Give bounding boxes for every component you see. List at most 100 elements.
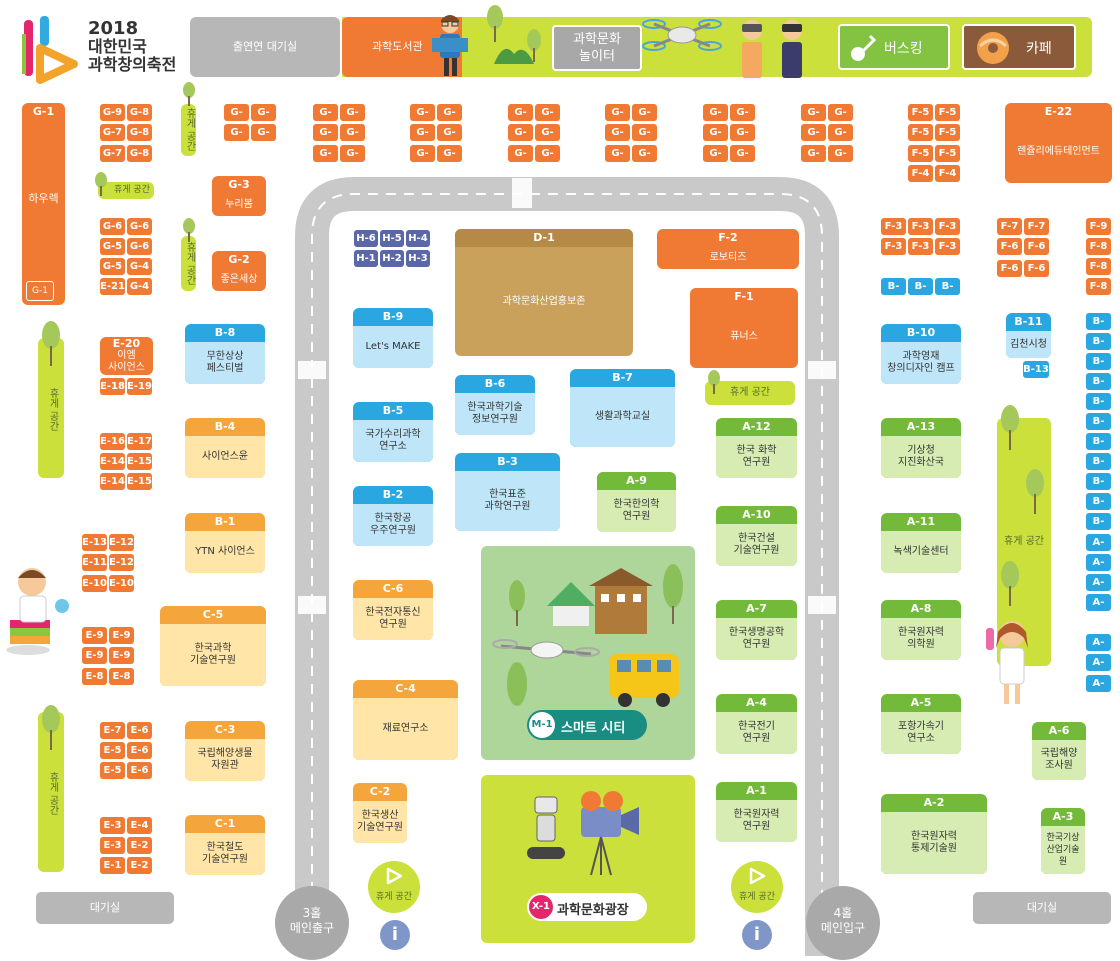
booth-cell-g-4[interactable]: G-4 xyxy=(127,278,152,295)
booth-cell-f-4[interactable]: F-4 xyxy=(935,165,960,182)
booth-cell-e-4[interactable]: E-4 xyxy=(127,817,152,834)
booth-cell-b-15[interactable]: B-15 xyxy=(1086,513,1111,544)
science-culture-plaza[interactable]: X-1 과학문화광장 xyxy=(481,775,695,943)
booth-cell-f-6[interactable]: F-6 xyxy=(1024,260,1049,277)
hall4-main-entrance[interactable]: 4홀 메인입구 xyxy=(806,886,880,960)
booth-cell-e-8[interactable]: E-8 xyxy=(109,668,134,685)
booth-cell-e-15[interactable]: E-15 xyxy=(127,453,152,470)
booth-cell-f-5[interactable]: F-5 xyxy=(908,145,933,162)
hall3-main-exit[interactable]: 3홀 메인출구 xyxy=(275,886,349,960)
booth-cell-g-20[interactable]: G-20 xyxy=(535,124,560,155)
booth-cell-f-8[interactable]: F-8 xyxy=(1086,278,1111,295)
booth-cell-e-15[interactable]: E-15 xyxy=(127,473,152,490)
booth-cell-g-29[interactable]: G-29 xyxy=(703,124,728,155)
info-icon[interactable]: i xyxy=(380,920,410,950)
booth-cell-f-7[interactable]: F-7 xyxy=(997,218,1022,235)
booth-cell-g-12[interactable]: G-12 xyxy=(313,124,338,155)
booth-cell-h-6[interactable]: H-6 xyxy=(354,230,378,247)
rest-area-left-2[interactable]: 휴게 공간 xyxy=(38,712,64,872)
booth-cell-e-7[interactable]: E-7 xyxy=(100,722,125,739)
booth-cell-g-18[interactable]: G-18 xyxy=(535,145,560,176)
booth-cell-b-16[interactable]: B-16 xyxy=(1086,493,1111,524)
booth-cell-e-1[interactable]: E-1 xyxy=(100,857,125,874)
busking-stage[interactable]: 버스킹 xyxy=(838,24,950,70)
booth-cell-g-14[interactable]: G-14 xyxy=(340,124,365,155)
booth-cell-e-21[interactable]: E-21 xyxy=(100,278,125,295)
booth-cell-g-26[interactable]: G-26 xyxy=(632,104,657,135)
rest-area-circle-left[interactable]: 휴게 공간 xyxy=(368,861,420,913)
booth-cell-e-6[interactable]: E-6 xyxy=(127,722,152,739)
booth-cell-f-7[interactable]: F-7 xyxy=(1024,218,1049,235)
booth-cell-g-28[interactable]: G-28 xyxy=(730,145,755,176)
booth-cell-e-11[interactable]: E-11 xyxy=(82,554,107,571)
booth-cell-g-31[interactable]: G-31 xyxy=(801,124,826,155)
booth-cell-f-9[interactable]: F-9 xyxy=(1086,218,1111,235)
booth-cell-f-4[interactable]: F-4 xyxy=(908,165,933,182)
booth-cell-g-16[interactable]: G-16 xyxy=(437,124,462,155)
booth-cell-f-5[interactable]: F-5 xyxy=(935,104,960,121)
booth-cell-e-10[interactable]: E-10 xyxy=(82,575,107,592)
booth-cell-e-5[interactable]: E-5 xyxy=(100,742,125,759)
booth-cell-g-31[interactable]: G-31 xyxy=(828,124,853,155)
booth-cell-e-9[interactable]: E-9 xyxy=(82,647,107,664)
booth-cell-g-5[interactable]: G-5 xyxy=(100,258,125,275)
booth-cell-b-14[interactable]: B-14 xyxy=(908,278,933,309)
booth-cell-g-23[interactable]: G-23 xyxy=(605,145,630,176)
booth-cell-g-6[interactable]: G-6 xyxy=(127,238,152,255)
waiting-room-performers[interactable]: 출연연 대기실 xyxy=(190,17,340,77)
booth-cell-g-10[interactable]: G-10 xyxy=(224,104,249,135)
booth-cell-g-8[interactable]: G-8 xyxy=(127,124,152,141)
booth-cell-g-30[interactable]: G-30 xyxy=(730,104,755,135)
booth-cell-a-14[interactable]: A-14 xyxy=(1086,634,1111,665)
booth-cell-g-16[interactable]: G-16 xyxy=(410,124,435,155)
booth-cell-e-12[interactable]: E-12 xyxy=(109,554,134,571)
booth-cell-g-24[interactable]: G-24 xyxy=(632,145,657,176)
rest-area-circle-right[interactable]: 휴게 공간 xyxy=(731,861,783,913)
booth-cell-e-16[interactable]: E-16 xyxy=(100,433,125,450)
booth-cell-g-6[interactable]: G-6 xyxy=(127,218,152,235)
booth-cell-a-15[interactable]: A-15 xyxy=(1086,574,1111,605)
booth-cell-f-5[interactable]: F-5 xyxy=(908,104,933,121)
booth-cell-g-13[interactable]: G-13 xyxy=(313,104,338,135)
booth-cell-g-13[interactable]: G-13 xyxy=(340,104,365,135)
booth-cell-e-10[interactable]: E-10 xyxy=(109,575,134,592)
info-icon[interactable]: i xyxy=(742,920,772,950)
booth-cell-g-11[interactable]: G-11 xyxy=(251,104,276,135)
booth-cell-e-13[interactable]: E-13 xyxy=(82,534,107,551)
booth-cell-g-24[interactable]: G-24 xyxy=(632,124,657,155)
booth-cell-b-17[interactable]: B-17 xyxy=(1086,473,1111,504)
booth-cell-h-4[interactable]: H-4 xyxy=(406,230,430,247)
booth-cell-e-9[interactable]: E-9 xyxy=(109,647,134,664)
booth-cell-g-17[interactable]: G-17 xyxy=(508,145,533,176)
waiting-room-right[interactable]: 대기실 xyxy=(973,892,1111,924)
booth-cell-g-26[interactable]: G-26 xyxy=(605,104,630,135)
booth-cell-f-3[interactable]: F-3 xyxy=(935,238,960,255)
booth-cell-h-1[interactable]: H-1 xyxy=(354,250,378,267)
booth-b13[interactable]: B-13 xyxy=(1023,361,1049,378)
rest-area-g2[interactable]: 휴게 공간 xyxy=(181,236,196,291)
booth-cell-b-22[interactable]: B-22 xyxy=(1086,333,1111,364)
rest-area-g1[interactable]: 휴게 공간 xyxy=(98,182,154,199)
booth-cell-f-3[interactable]: F-3 xyxy=(881,238,906,255)
booth-cell-a-14[interactable]: A-14 xyxy=(1086,675,1111,706)
cafe[interactable]: 카페 xyxy=(962,24,1076,70)
booth-cell-e-5[interactable]: E-5 xyxy=(100,762,125,779)
booth-cell-g-15[interactable]: G-15 xyxy=(410,145,435,176)
